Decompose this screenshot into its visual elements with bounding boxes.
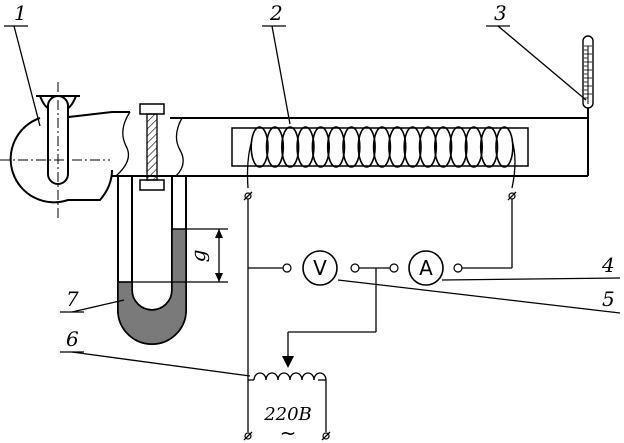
label-5: 5	[602, 287, 615, 311]
coil-turn	[479, 126, 499, 168]
coil-turn	[434, 126, 453, 168]
coil-turn	[250, 126, 269, 168]
heater	[231, 126, 529, 201]
manometer-liquid	[117, 228, 187, 345]
manometer: g	[117, 176, 228, 345]
autotransformer-winding	[253, 372, 327, 381]
coil-turn	[342, 126, 361, 168]
ammeter-icon	[408, 250, 444, 286]
bolt-head-top	[139, 103, 165, 115]
ammeter-label: A	[419, 256, 433, 280]
label-6: 6	[66, 327, 79, 351]
voltmeter-icon	[302, 250, 338, 286]
coil-turn	[418, 126, 438, 168]
label-3: 3	[494, 1, 507, 25]
label-1: 1	[14, 1, 27, 25]
coil-turn	[311, 126, 330, 168]
coil-turn	[388, 126, 407, 168]
tap-arrow-icon	[282, 356, 294, 368]
coil-turn	[357, 126, 376, 168]
voltmeter-label: V	[313, 256, 327, 280]
break-line-left	[115, 111, 131, 177]
supply-voltage: 220В	[263, 404, 312, 425]
dimension-label: g	[186, 250, 210, 263]
heater-coil	[250, 126, 514, 168]
coil-turn	[326, 126, 346, 168]
coil-turn	[265, 126, 285, 168]
blower-housing	[9, 117, 113, 204]
coil-turn	[281, 126, 300, 168]
label-4: 4	[601, 253, 615, 277]
thermometer	[582, 35, 594, 118]
coil-turn	[296, 126, 315, 168]
bolt-head-bottom	[139, 179, 165, 191]
blower-inlet-flare	[39, 95, 77, 109]
break-line-right	[175, 117, 184, 177]
label-2: 2	[269, 1, 283, 25]
circuit: V A 220В ~	[243, 199, 513, 443]
tube	[112, 111, 589, 177]
ac-symbol: ~	[280, 421, 297, 443]
label-7: 7	[66, 287, 79, 311]
manometer-inner	[131, 176, 173, 311]
blower	[0, 82, 113, 220]
heater-lead-left	[246, 139, 253, 189]
coil-turn	[495, 126, 514, 168]
coil-turn	[372, 126, 392, 168]
callouts: 1 2 3 4 5 6 7	[4, 1, 621, 377]
heater-lead-right	[511, 139, 516, 189]
coil-turn	[464, 126, 483, 168]
coil-turn	[449, 126, 468, 168]
orifice-plate	[139, 103, 165, 191]
coil-turn	[403, 126, 422, 168]
diaphragm-plate	[146, 113, 158, 181]
